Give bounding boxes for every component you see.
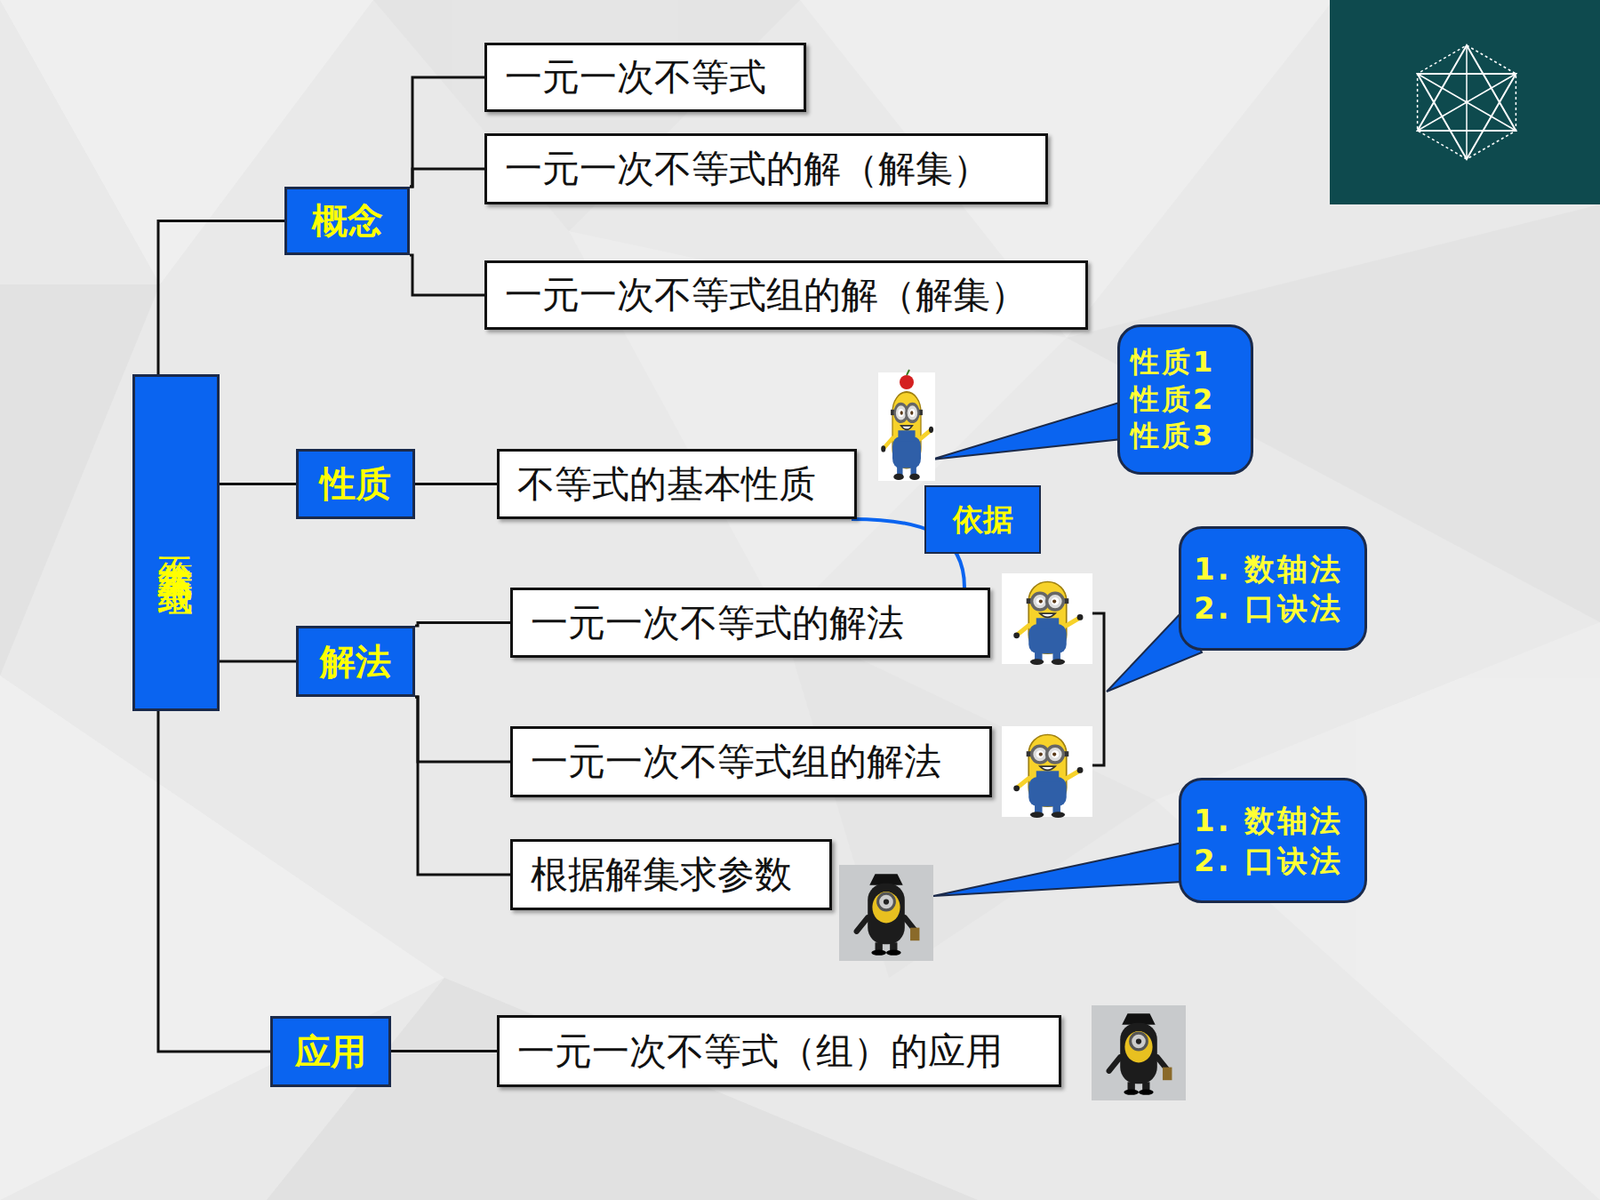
facet [266,977,978,1200]
minion-running [1001,726,1093,818]
minion-dark [1091,1005,1186,1101]
minion-apple [878,369,936,481]
connector-line [415,482,497,486]
topic-box: 一元一次不等式组的解（解集） [484,260,1088,330]
topic-box: 一元一次不等式（组）的应用 [496,1015,1062,1088]
connector-line [415,696,511,762]
image-frame [878,372,936,481]
facet [782,622,1156,978]
category-box: 性质 [296,448,416,520]
facet [1155,622,1600,1200]
apple [899,375,914,390]
node-text: 性质1 性质2 性质3 [1130,344,1240,456]
minion-figure [880,392,934,480]
node-text: 1. 数轴法 2. 口诀法 [1193,549,1352,628]
callout-bubble: 1. 数轴法 2. 口诀法 [1178,526,1368,651]
minion-dark [839,864,934,961]
image-frame [1091,1005,1186,1101]
connector-line [415,696,511,875]
topic-box: 不等式的基本性质 [496,448,857,520]
node-text: 一元一次不等式组的解（解集） [504,270,1028,320]
root-box: 不等式与不等式组 [132,374,220,712]
connector-line [219,482,296,486]
callout-tail [933,842,1183,896]
node-text: 1. 数轴法 2. 口诀法 [1193,800,1352,880]
node-text: 概念 [312,196,384,246]
topic-box: 一元一次不等式组的解法 [510,726,992,798]
image-frame [839,864,934,961]
node-text: 解法 [320,637,392,687]
minion-running [1001,573,1093,665]
node-text: 一元一次不等式的解法 [530,598,904,648]
node-text: 一元一次不等式（组）的应用 [517,1026,1003,1077]
logo-hexagon [1417,45,1517,160]
connector-line [219,660,296,664]
category-box: 概念 [284,186,410,256]
callout-bubble: 性质1 性质2 性质3 [1117,324,1254,475]
callout-bubble: 1. 数轴法 2. 口诀法 [1178,777,1368,904]
edge-label-box: 依据 [924,485,1041,554]
connector-line [158,221,285,376]
topic-box: 一元一次不等式的解（解集） [484,133,1048,205]
node-text: 一元一次不等式组的解法 [530,736,942,787]
callout-tail [931,401,1122,460]
edge-label: 依据 [952,499,1014,541]
node-text: 根据解集求参数 [530,849,792,900]
node-text: 不等式与不等式组 [152,528,201,558]
topic-box: 根据解集求参数 [510,839,832,911]
image-frame [1001,573,1093,664]
category-box: 解法 [296,625,416,697]
logo-lines [1417,45,1517,160]
connector-line [409,77,485,187]
connector-line [409,168,485,187]
node-text: 一元一次不等式的解（解集） [504,144,991,194]
minion-figure [1013,582,1083,666]
minion-figure [856,873,920,956]
node-text: 不等式的基本性质 [517,459,816,510]
connector-line [409,255,485,296]
connector-line [158,711,271,1052]
logo-panel [1329,0,1600,205]
apple-stem [906,369,910,376]
corner-logo [1329,0,1600,205]
node-text: 一元一次不等式 [504,52,767,103]
image-frame [1001,726,1093,817]
minion-figure [1109,1013,1173,1096]
node-text: 应用 [295,1027,367,1077]
connector-line [391,1049,497,1053]
connector-line [415,623,511,627]
minion-figure [1013,735,1083,819]
category-box: 应用 [270,1016,392,1088]
node-text: 性质 [320,459,392,509]
topic-box: 一元一次不等式的解法 [510,587,991,658]
topic-box: 一元一次不等式 [484,42,807,112]
